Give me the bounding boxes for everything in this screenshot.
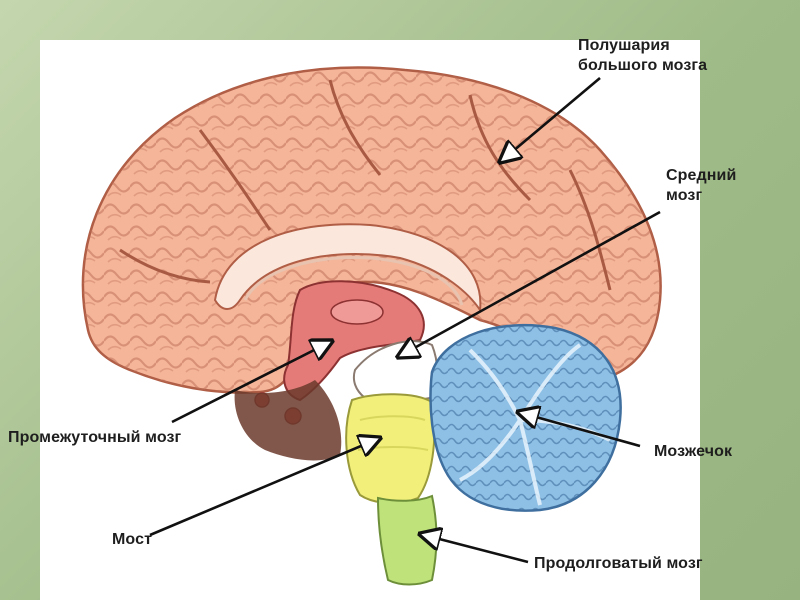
midbrain bbox=[352, 340, 438, 402]
arrow-pons bbox=[149, 438, 380, 537]
arrow-medulla bbox=[420, 534, 529, 564]
arrow-midbrain bbox=[398, 210, 661, 357]
medulla-oblongata bbox=[376, 494, 438, 586]
label-midbrain: Средний мозг bbox=[666, 166, 786, 206]
arrow-diencephalon bbox=[171, 341, 332, 424]
label-pons: Мост bbox=[112, 531, 153, 548]
label-midbrain-line1: Средний bbox=[666, 167, 737, 184]
arrow-hemispheres bbox=[500, 77, 601, 162]
temporal-dark-region bbox=[234, 380, 342, 461]
label-medulla: Продолговатый мозг bbox=[534, 555, 703, 572]
arrow-cerebellum bbox=[518, 412, 641, 448]
label-diencephalon: Промежуточный мозг bbox=[8, 429, 182, 446]
label-midbrain-line2: мозг bbox=[666, 187, 703, 204]
cerebellum bbox=[429, 324, 622, 512]
pons bbox=[345, 393, 436, 504]
label-cerebral-hemispheres: Полушария большого мозга bbox=[578, 36, 778, 76]
label-hemispheres-line1: Полушария bbox=[578, 37, 670, 54]
corpus-callosum bbox=[213, 223, 482, 313]
pointer-arrows bbox=[149, 77, 661, 564]
label-hemispheres-line2: большого мозга bbox=[578, 57, 708, 74]
label-cerebellum: Мозжечок bbox=[654, 443, 733, 460]
